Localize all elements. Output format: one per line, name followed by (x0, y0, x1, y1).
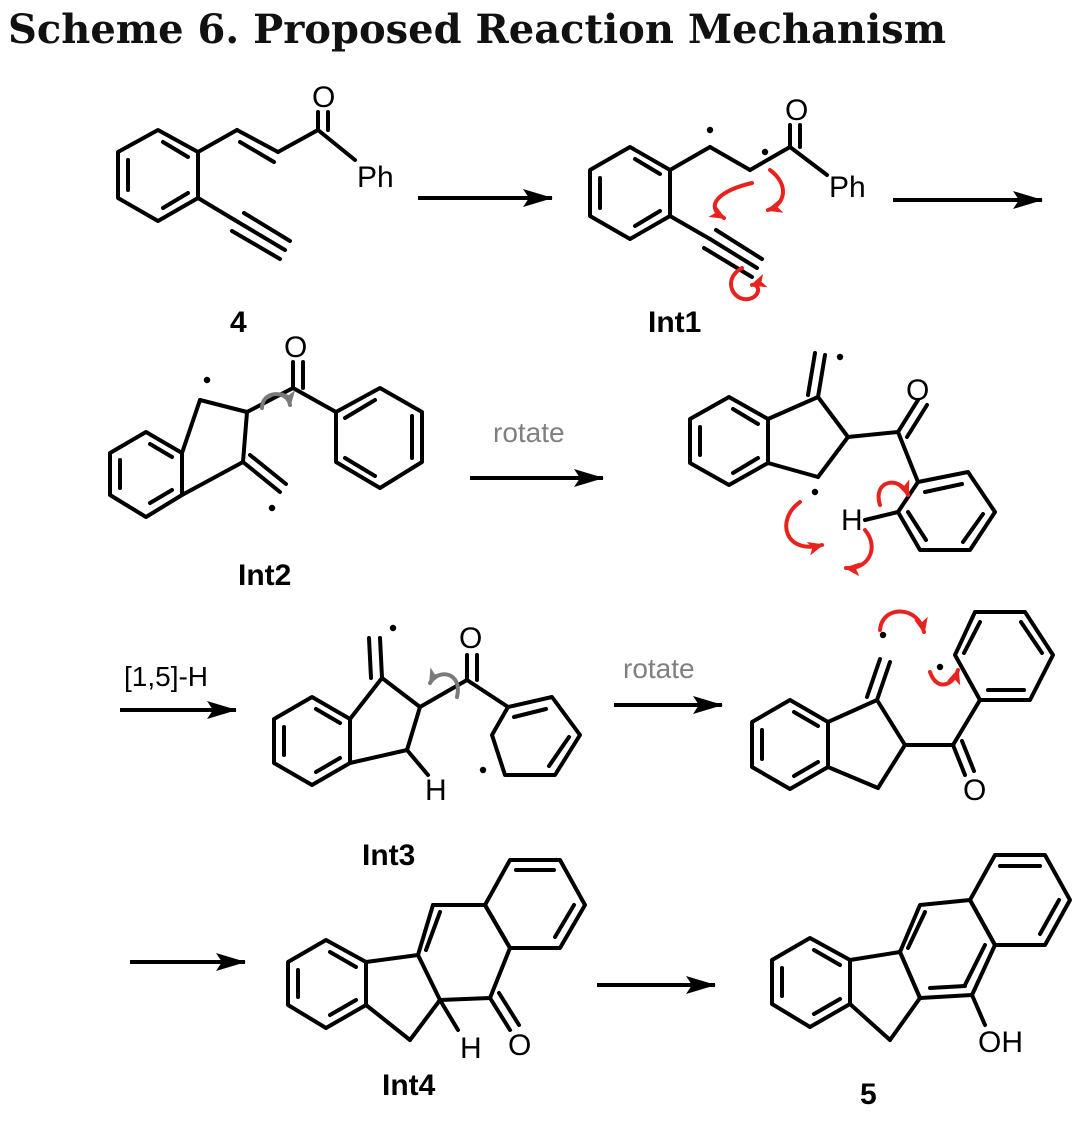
scheme-title: Scheme 6. Proposed Reaction Mechanism (8, 6, 947, 53)
int1-oxygen-label: O (785, 94, 808, 127)
intermediate-int4: H O Int4 (286, 858, 587, 1102)
c4-phenyl-label: Ph (357, 161, 394, 194)
int3-oxygen-label: O (459, 622, 482, 655)
compound-label-int2: Int2 (238, 559, 291, 592)
compound-label-4: 4 (230, 306, 247, 339)
compound-label-int3: Int3 (362, 839, 415, 872)
int4-hydrogen-label: H (460, 1032, 482, 1065)
int4-oxygen-label: O (508, 1029, 531, 1062)
int2-oxygen-label: O (284, 331, 307, 364)
intermediate-int3: O H Int3 (272, 622, 582, 872)
c4-oxygen-label: O (312, 81, 335, 114)
compound-5: OH 5 (770, 853, 1072, 1111)
compound-4: O Ph 4 (116, 81, 394, 339)
compound-label-int4: Int4 (382, 1069, 436, 1102)
compound-label-5: 5 (860, 1078, 877, 1111)
int2r-hydrogen-label: H (841, 504, 863, 537)
int3r-oxygen-label: O (963, 774, 986, 807)
condition-rotate-2: rotate (623, 653, 695, 684)
int3-rotated-conformer: O (750, 609, 1055, 807)
int3-hydrogen-label: H (425, 774, 447, 807)
c5-hydroxyl-label: OH (978, 1026, 1023, 1059)
compound-label-int1: Int1 (648, 306, 701, 339)
condition-1-5-h-shift: [1,5]-H (124, 661, 208, 692)
int1-phenyl-label: Ph (829, 171, 866, 204)
intermediate-int2: O Int2 (108, 331, 424, 592)
int2r-oxygen-label: O (906, 374, 929, 407)
condition-rotate-1: rotate (493, 417, 565, 448)
intermediate-int1: O Ph Int1 (588, 94, 866, 339)
int2-rotated-conformer: O H (688, 351, 997, 577)
